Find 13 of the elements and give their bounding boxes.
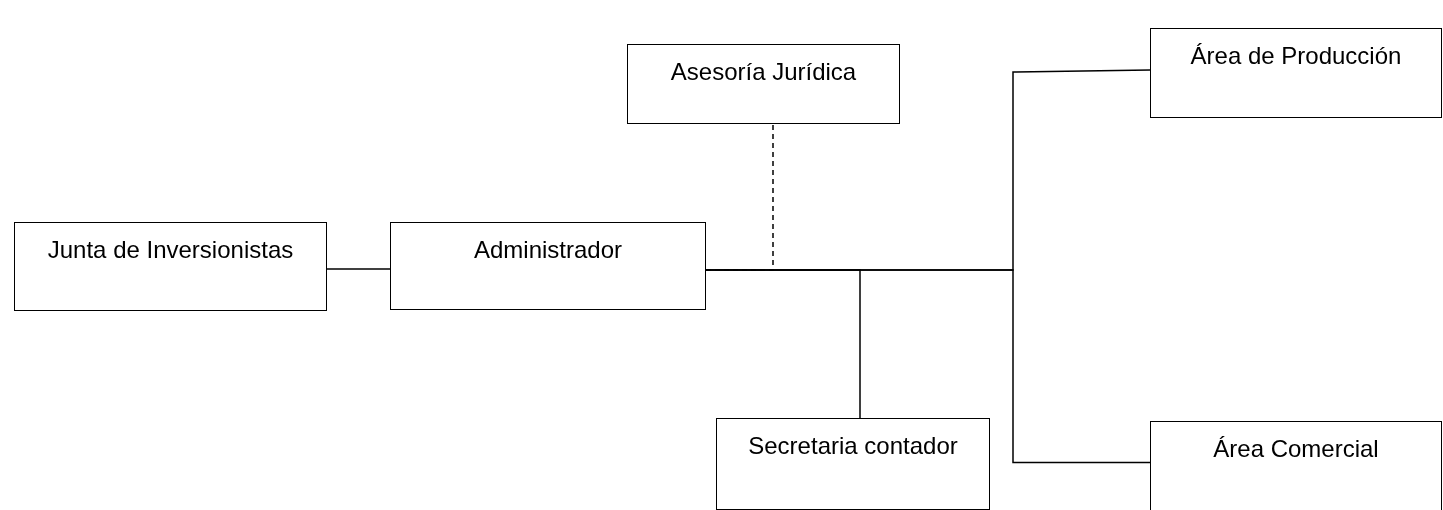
org-box [716,418,990,510]
org-box [627,44,900,124]
org-box [14,222,327,311]
org-box [1150,421,1442,510]
org-box [390,222,706,310]
box-label: Secretaria contador [748,431,958,460]
box-label: Administrador [473,235,623,264]
box-label: Asesoría Jurídica [670,57,857,86]
connector-line [326,268,391,270]
box-label: Área de Producción [1190,41,1402,70]
box-label: Junta de Inversionistas [47,235,294,264]
org-box [1150,28,1442,118]
box-label: Área Comercial [1213,434,1379,463]
